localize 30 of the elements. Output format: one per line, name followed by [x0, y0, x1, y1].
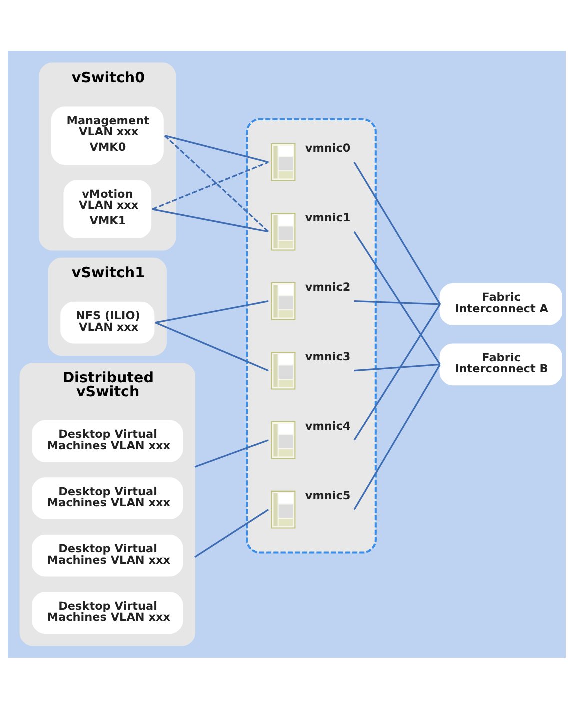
node-label: vmnic4	[305, 420, 351, 433]
connector	[354, 364, 440, 372]
connector	[152, 162, 269, 210]
connector	[354, 300, 440, 306]
connector	[354, 364, 441, 510]
node-box: Management VLAN xxx VMK0	[51, 106, 164, 165]
node-box: NFS (ILIO) VLAN xxx	[60, 302, 155, 344]
node-label: vmnic5	[305, 489, 351, 502]
node-box: Desktop Virtual Machines VLAN xxx	[32, 592, 184, 634]
node-box: vMotion VLAN xxx VMK1	[64, 180, 152, 239]
node-label: vmnic2	[305, 280, 351, 294]
node-label: vmnic0	[305, 142, 351, 155]
connector	[152, 208, 269, 233]
node-label: vmnic3	[305, 350, 351, 364]
connector	[164, 135, 269, 164]
connector	[156, 300, 269, 324]
node-box: Desktop Virtual Machines VLAN xxx	[32, 420, 184, 462]
cluster	[246, 118, 377, 554]
node-label: vmnic1	[305, 211, 351, 224]
node-box: Fabric Interconnect B	[440, 344, 562, 386]
connector	[194, 509, 270, 558]
connector	[164, 135, 270, 232]
connector	[354, 304, 441, 441]
node-box: Desktop Virtual Machines VLAN xxx	[32, 478, 184, 520]
node-box: Desktop Virtual Machines VLAN xxx	[32, 534, 184, 577]
connector	[194, 440, 269, 468]
connector	[155, 322, 269, 372]
connector	[354, 231, 441, 366]
node-box: Fabric Interconnect A	[440, 283, 562, 326]
connector	[354, 162, 441, 305]
